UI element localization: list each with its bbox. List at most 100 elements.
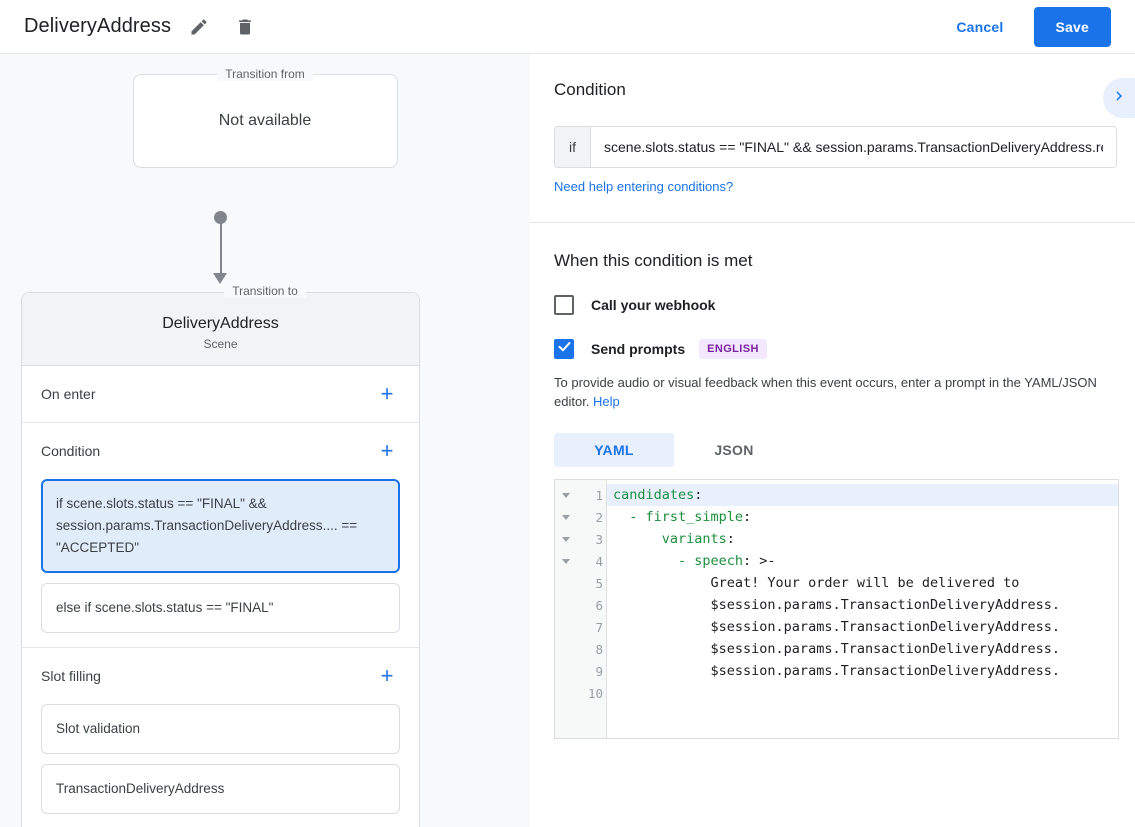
yaml-text-token: $session.params.TransactionDeliveryAddre… xyxy=(613,641,1061,657)
editor-line-number: 8 xyxy=(555,638,606,660)
fold-toggle-icon[interactable] xyxy=(555,492,577,498)
call-your-webhook-label: Call your webhook xyxy=(591,297,716,313)
line-number-text: 5 xyxy=(595,575,603,591)
yaml-punct-token: : xyxy=(726,531,735,547)
tab-json[interactable]: JSON xyxy=(714,442,754,458)
send-prompts-row[interactable]: Send prompts ENGLISH xyxy=(554,339,1111,359)
editor-line-number: 3 xyxy=(555,528,606,550)
condition-item-selected[interactable]: if scene.slots.status == "FINAL" && sess… xyxy=(41,479,400,573)
line-number-text: 2 xyxy=(595,509,603,525)
delete-button[interactable] xyxy=(227,9,263,45)
editor-code-line[interactable] xyxy=(607,682,1118,704)
editor-code-line[interactable]: $session.params.TransactionDeliveryAddre… xyxy=(607,638,1118,660)
line-number-text: 1 xyxy=(595,487,603,503)
scene-header: DeliveryAddress Scene xyxy=(22,293,419,366)
scene-subtitle: Scene xyxy=(203,337,238,351)
section-slot-filling: Slot filling + Slot validation Transacti… xyxy=(22,648,419,827)
editor-code-line[interactable]: $session.params.TransactionDeliveryAddre… xyxy=(607,594,1118,616)
editor-line-number: 7 xyxy=(555,616,606,638)
yaml-punct-token: : xyxy=(694,487,703,503)
yaml-text-token: $session.params.TransactionDeliveryAddre… xyxy=(613,663,1061,679)
editor-code-area[interactable]: candidates: - first_simple: variants: - … xyxy=(607,480,1118,738)
line-number-text: 7 xyxy=(595,619,603,635)
transition-from-value: Not available xyxy=(218,112,312,129)
editor-line-number: 2 xyxy=(555,506,606,528)
condition-heading: Condition xyxy=(554,80,626,99)
if-prefix-label: if xyxy=(555,127,591,167)
top-bar: DeliveryAddress Cancel Save xyxy=(0,0,1135,54)
editor-line-number: 5 xyxy=(555,572,606,594)
slot-item-transaction-delivery-address[interactable]: TransactionDeliveryAddress xyxy=(41,764,400,814)
editor-code-line[interactable]: $session.params.TransactionDeliveryAddre… xyxy=(607,616,1118,638)
fold-toggle-icon[interactable] xyxy=(555,558,577,564)
condition-item-else-if[interactable]: else if scene.slots.status == "FINAL" xyxy=(41,583,400,633)
yaml-punct-token: : >- xyxy=(743,553,776,569)
collapse-panel-button[interactable] xyxy=(1103,78,1135,118)
section-header-condition: Condition + xyxy=(22,423,419,479)
transition-to-legend: Transition to xyxy=(224,284,306,298)
editor-code-line[interactable]: variants: xyxy=(607,528,1118,550)
editor-line-number: 1 xyxy=(555,484,606,506)
add-condition-button[interactable]: + xyxy=(374,438,400,464)
condition-input-group[interactable]: if xyxy=(554,126,1117,168)
yaml-key-token: variants xyxy=(613,531,727,547)
prompts-helper-sentence: To provide audio or visual feedback when… xyxy=(554,375,1097,409)
editor-code-line[interactable]: candidates: xyxy=(607,484,1118,506)
yaml-text-token: $session.params.TransactionDeliveryAddre… xyxy=(613,619,1061,635)
yaml-key-token: - speech xyxy=(613,553,744,569)
tab-yaml[interactable]: YAML xyxy=(554,433,674,467)
when-condition-met-section: When this condition is met Call your web… xyxy=(530,223,1135,739)
left-graph-panel: Transition from Not available Transition… xyxy=(0,54,530,827)
connector-line xyxy=(220,217,222,281)
right-details-panel: Condition if Need help entering conditio… xyxy=(530,54,1135,827)
call-your-webhook-checkbox[interactable] xyxy=(554,295,574,315)
line-number-text: 3 xyxy=(595,531,603,547)
page-title: DeliveryAddress xyxy=(24,15,172,37)
line-number-text: 6 xyxy=(595,597,603,613)
scene-name: DeliveryAddress xyxy=(162,315,279,332)
section-condition: Condition + if scene.slots.status == "FI… xyxy=(22,423,419,648)
help-link[interactable]: Help xyxy=(593,394,620,409)
send-prompts-label: Send prompts xyxy=(591,341,686,357)
chevron-right-icon xyxy=(1110,87,1128,110)
fold-toggle-icon[interactable] xyxy=(555,536,577,542)
webhook-row[interactable]: Call your webhook xyxy=(554,295,1111,315)
connector-arrow-icon xyxy=(213,273,227,284)
editor-code-line[interactable]: $session.params.TransactionDeliveryAddre… xyxy=(607,660,1118,682)
line-number-text: 9 xyxy=(595,663,603,679)
trash-icon xyxy=(235,17,255,37)
checkmark-icon xyxy=(557,339,572,359)
editor-code-line[interactable]: - speech: >- xyxy=(607,550,1118,572)
editor-code-line[interactable]: - first_simple: xyxy=(607,506,1118,528)
save-button[interactable]: Save xyxy=(1033,6,1111,47)
cancel-button[interactable]: Cancel xyxy=(942,10,1017,44)
section-title-slot-filling: Slot filling xyxy=(41,668,101,684)
when-condition-met-heading: When this condition is met xyxy=(554,251,753,270)
prompts-helper-text: To provide audio or visual feedback when… xyxy=(554,373,1119,411)
send-prompts-checkbox[interactable] xyxy=(554,339,574,359)
condition-section: Condition if Need help entering conditio… xyxy=(530,54,1135,196)
yaml-punct-token: : xyxy=(743,509,752,525)
slot-validation-item[interactable]: Slot validation xyxy=(41,704,400,754)
section-header-slot-filling: Slot filling + xyxy=(22,648,419,704)
add-on-enter-button[interactable]: + xyxy=(374,381,400,407)
section-on-enter: On enter + xyxy=(22,366,419,423)
section-title-on-enter: On enter xyxy=(41,386,96,402)
editor-code-line[interactable]: Great! Your order will be delivered to xyxy=(607,572,1118,594)
transition-to-card: DeliveryAddress Scene On enter + Conditi… xyxy=(21,292,420,827)
fold-toggle-icon[interactable] xyxy=(555,514,577,520)
section-body-condition: if scene.slots.status == "FINAL" && sess… xyxy=(22,479,419,647)
transition-from-card[interactable]: Transition from Not available xyxy=(132,67,398,168)
need-help-conditions-link[interactable]: Need help entering conditions? xyxy=(554,179,734,194)
pencil-icon xyxy=(189,17,209,37)
edit-name-button[interactable] xyxy=(181,9,217,45)
yaml-key-token: candidates xyxy=(613,487,695,503)
line-number-text: 4 xyxy=(595,553,603,569)
add-slot-filling-button[interactable]: + xyxy=(374,663,400,689)
yaml-key-token: - first_simple xyxy=(613,509,744,525)
language-badge: ENGLISH xyxy=(699,339,767,359)
panel-divider xyxy=(530,222,1135,223)
condition-input[interactable] xyxy=(591,127,1116,167)
